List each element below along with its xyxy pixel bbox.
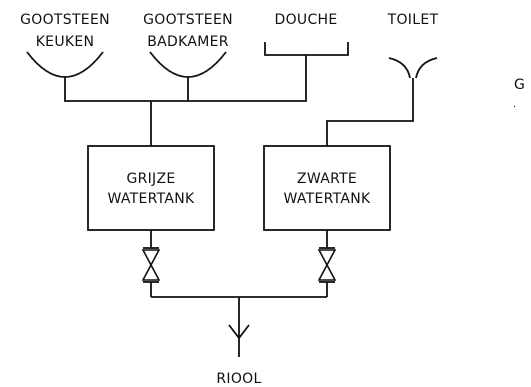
grey-tank-label-line2: WATERTANK xyxy=(107,191,195,207)
label-toilet: TOILET xyxy=(387,12,439,28)
black-water-tank xyxy=(263,145,391,231)
sink-bathroom-basin xyxy=(149,51,227,78)
pipe-grey-collector xyxy=(64,55,307,146)
shower-tray xyxy=(264,42,349,56)
label-sewer: RIOOL xyxy=(216,371,261,387)
black-tank-valve xyxy=(317,247,337,283)
pipe-sewer-collector xyxy=(151,296,327,338)
cut-off-mark: . xyxy=(513,99,516,110)
grey-water-tank xyxy=(87,145,215,231)
label-sink-kitchen-line2: KEUKEN xyxy=(36,34,95,50)
label-sink-bathroom-line2: BADKAMER xyxy=(147,34,229,50)
toilet-bowl-right xyxy=(415,57,438,79)
pipe-black-feed xyxy=(326,78,414,146)
label-sink-kitchen-line1: GOOTSTEEN xyxy=(20,12,110,28)
label-shower: DOUCHE xyxy=(275,12,338,28)
grey-tank-valve xyxy=(141,247,161,283)
black-tank-label-line2: WATERTANK xyxy=(283,191,371,207)
cut-off-text: G xyxy=(514,77,525,93)
toilet-bowl-left xyxy=(388,57,411,79)
black-tank-label-line1: ZWARTE xyxy=(297,171,357,187)
sink-kitchen-basin xyxy=(26,51,104,78)
grey-tank-label-line1: GRIJZE xyxy=(126,171,175,187)
label-sink-bathroom-line1: GOOTSTEEN xyxy=(143,12,233,28)
